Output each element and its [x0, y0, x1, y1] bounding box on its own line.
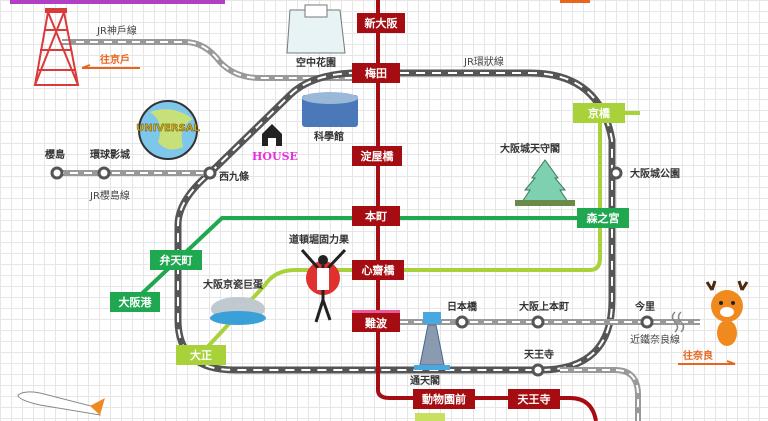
- kyocera-dome-icon: 大阪京瓷巨蛋: [203, 278, 266, 325]
- jr-kobe-line: [62, 39, 352, 81]
- chuo-line: [131, 216, 603, 304]
- jr-loop-label: JR環狀線: [463, 55, 504, 68]
- osaka-castle-icon: 大阪城天守閣: [500, 142, 575, 206]
- svg-text:梅田: 梅田: [365, 66, 387, 80]
- sky-building-icon: 空中花園: [286, 4, 346, 69]
- station-imazato[interactable]: 今里: [634, 300, 655, 329]
- svg-text:淀屋橋: 淀屋橋: [361, 149, 395, 163]
- svg-text:天王寺: 天王寺: [518, 392, 551, 406]
- station-hommachi[interactable]: 本町: [352, 206, 400, 226]
- tsutenkaku-icon: 通天閣: [410, 312, 450, 387]
- station-bentencho[interactable]: 弁天町: [150, 250, 202, 270]
- castle-label: 大阪城天守閣: [500, 142, 560, 155]
- arrow-right-icon: [678, 360, 736, 365]
- svg-text:大正: 大正: [190, 348, 212, 362]
- svg-text:大阪港: 大阪港: [119, 295, 153, 309]
- station-osakako[interactable]: 大阪港: [110, 292, 160, 312]
- airplane-icon: [17, 391, 105, 416]
- svg-text:日本橋: 日本橋: [447, 300, 478, 313]
- svg-text:京橋: 京橋: [588, 106, 611, 120]
- svg-text:天王寺: 天王寺: [524, 348, 554, 361]
- kobe-port-tower-icon: [33, 8, 80, 86]
- svg-text:難波: 難波: [365, 316, 388, 330]
- svg-text:櫻島: 櫻島: [44, 148, 65, 161]
- svg-text:西九條: 西九條: [219, 170, 250, 183]
- station-kyobashi[interactable]: 京橋: [573, 103, 625, 123]
- midosuji-stations: 新大阪 梅田 淀屋橋 本町 心齋橋 難波 動物園前 天王寺: [352, 13, 560, 409]
- svg-text:動物園前: 動物園前: [422, 392, 466, 406]
- title-bar-decoration: [10, 0, 225, 4]
- svg-text:大阪城公園: 大阪城公園: [630, 167, 680, 180]
- jr-sakurajima-label: JR櫻島線: [89, 189, 130, 202]
- station-usj[interactable]: 環球影城: [90, 148, 130, 180]
- svg-text:環球影城: 環球影城: [90, 148, 130, 161]
- jr-south-line: [560, 367, 641, 421]
- svg-text:今里: 今里: [634, 300, 655, 313]
- deer-mascot-icon: [705, 280, 749, 346]
- glico-label: 道頓堀固力果: [289, 233, 350, 246]
- station-shin-osaka[interactable]: 新大阪: [357, 13, 405, 33]
- station-tennoji-jr[interactable]: 天王寺: [524, 348, 554, 377]
- svg-text:往奈良: 往奈良: [683, 349, 713, 362]
- station-shinsaibashi[interactable]: 心齋橋: [352, 260, 404, 280]
- house-label: HOUSE: [252, 150, 298, 163]
- house-icon: HOUSE: [252, 124, 298, 163]
- station-osakajokoen[interactable]: 大阪城公園: [609, 166, 680, 180]
- kintetsu-nara-line: [400, 311, 700, 333]
- to-nara-direction: 往奈良: [678, 349, 736, 365]
- station-yodoyabashi[interactable]: 淀屋橋: [352, 146, 402, 166]
- science-museum-icon: 科學館: [302, 92, 358, 143]
- svg-text:UNIVERSAL: UNIVERSAL: [136, 123, 200, 134]
- station-uehommachi[interactable]: 大阪上本町: [519, 300, 569, 329]
- tsutenkaku-label: 通天閣: [410, 374, 440, 387]
- svg-text:心齋橋: 心齋橋: [362, 263, 396, 277]
- to-kobe-direction: 往京戶: [81, 53, 140, 69]
- science-museum-label: 科學館: [314, 130, 344, 143]
- svg-text:大阪上本町: 大阪上本町: [519, 300, 569, 313]
- svg-text:弁天町: 弁天町: [160, 253, 193, 267]
- svg-text:森之宮: 森之宮: [587, 211, 620, 225]
- midosuji-line: [376, 0, 598, 421]
- universal-globe-icon: UNIVERSAL: [136, 100, 201, 160]
- station-taisho[interactable]: 大正: [176, 345, 226, 365]
- station-morinomiya[interactable]: 森之宮: [577, 208, 629, 228]
- svg-text:往京戶: 往京戶: [100, 53, 130, 66]
- station-namba[interactable]: 難波: [352, 310, 400, 332]
- station-nipponbashi[interactable]: 日本橋: [447, 300, 478, 329]
- nagahori-line: [198, 111, 640, 357]
- station-tennoji-subway[interactable]: 天王寺: [508, 389, 560, 409]
- dome-label: 大阪京瓷巨蛋: [203, 278, 263, 291]
- station-umeda[interactable]: 梅田: [352, 63, 400, 83]
- svg-text:本町: 本町: [365, 209, 387, 223]
- header-decoration: [560, 0, 590, 3]
- tennoji-zoo-decoration: [415, 413, 445, 421]
- jr-kobe-label: JR神戶線: [96, 24, 137, 37]
- svg-text:新大阪: 新大阪: [365, 16, 399, 30]
- station-nishikujo[interactable]: 西九條: [203, 166, 250, 183]
- glico-man-icon: 道頓堀固力果: [289, 233, 350, 323]
- kintetsu-nara-label: 近鐵奈良線: [630, 333, 680, 346]
- station-dobutsuen-mae[interactable]: 動物園前: [413, 389, 475, 409]
- arrow-left-icon: [81, 64, 140, 69]
- sky-building-label: 空中花園: [296, 56, 336, 69]
- station-sakurajima[interactable]: 櫻島: [44, 148, 65, 180]
